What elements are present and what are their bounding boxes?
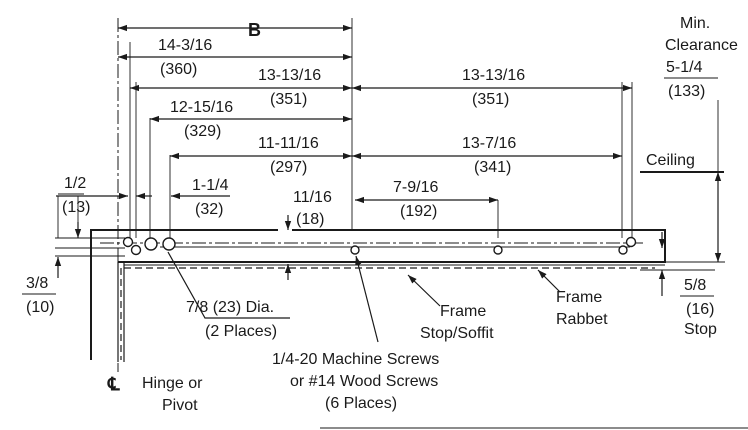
screw-hole-4 — [493, 245, 503, 255]
hinge-label-2: Pivot — [162, 397, 198, 414]
dim-d11-in: 3/8 — [26, 275, 48, 292]
value-underlines — [22, 77, 718, 297]
extension-lines — [117, 18, 633, 372]
dim-d2-mm: (351) — [270, 91, 307, 108]
dim-d2-in: 13-13/16 — [258, 67, 321, 84]
min-label: Min. — [680, 15, 710, 32]
screw-hole-5 — [618, 245, 628, 255]
dim-clear-in: 5-1/4 — [666, 59, 703, 76]
frame-stop-leader — [407, 274, 441, 307]
screws-label-3: (6 Places) — [325, 395, 397, 412]
dim-d6-mm: (341) — [474, 159, 511, 176]
frame-rabbet-leader — [537, 269, 561, 293]
frame-stop-label-2: Stop/Soffit — [420, 325, 494, 342]
ceiling-label: Ceiling — [646, 152, 695, 169]
frame-rabbet-label-1: Frame — [556, 289, 602, 306]
mounting-holes — [122, 236, 637, 256]
dimension-text: B 14-3/16 (360) 13-13/16 (351) 13-13/16 … — [26, 20, 714, 318]
hinge-label-1: Hinge or — [142, 375, 203, 392]
dim-d1-in: 14-3/16 — [158, 37, 212, 54]
dim-d10-in: 7-9/16 — [393, 179, 438, 196]
screw-hole-2 — [130, 244, 142, 256]
screw-hole-6 — [625, 236, 637, 248]
dim-d4-in: 12-15/16 — [170, 99, 233, 116]
dim-d9-mm: (18) — [296, 211, 324, 228]
dimension-lines — [54, 24, 725, 296]
dim-d1-mm: (360) — [160, 61, 197, 78]
dim-d4-mm: (329) — [184, 123, 221, 140]
large-hole-1 — [144, 237, 158, 251]
dim-d12-mm: (16) — [686, 301, 714, 318]
dim-d5-mm: (297) — [270, 159, 307, 176]
stop-label: Stop — [684, 321, 717, 338]
hole-dia-leader — [167, 251, 290, 319]
frame-stop-label-1: Frame — [440, 303, 486, 320]
dim-b-label: B — [248, 20, 261, 40]
dim-d6-in: 13-7/16 — [462, 135, 516, 152]
dim-d7-in: 1/2 — [64, 175, 86, 192]
dim-d10-mm: (192) — [400, 203, 437, 220]
dim-d12-in: 5/8 — [684, 277, 706, 294]
callout-leaders — [167, 251, 748, 429]
dim-d3-mm: (351) — [472, 91, 509, 108]
hole-dia-label: 7/8 (23) Dia. — [186, 299, 274, 316]
dim-d3-in: 13-13/16 — [462, 67, 525, 84]
screws-label-2: or #14 Wood Screws — [290, 373, 438, 390]
clearance-label: Clearance — [665, 37, 738, 54]
screw-hole-1 — [122, 236, 134, 248]
callout-text: Min. Clearance Ceiling Stop 7/8 (23) Dia… — [107, 15, 738, 414]
centerline-symbol: ℄ — [107, 374, 120, 394]
dim-d5-in: 11-11/16 — [258, 135, 319, 152]
dim-d9-in: 11/16 — [293, 189, 332, 206]
screws-label-1: 1/4-20 Machine Screws — [272, 351, 439, 368]
hole-places-label: (2 Places) — [205, 323, 277, 340]
screws-leader — [355, 255, 379, 343]
dim-d7-mm: (13) — [62, 199, 90, 216]
large-hole-2 — [162, 237, 176, 251]
dim-d8-in: 1-1/4 — [192, 177, 229, 194]
frame-rabbet-label-2: Rabbet — [556, 311, 608, 328]
screw-hole-3 — [350, 245, 360, 255]
dim-clear-mm: (133) — [668, 83, 705, 100]
dim-d11-mm: (10) — [26, 299, 54, 316]
dim-d8-mm: (32) — [195, 201, 223, 218]
